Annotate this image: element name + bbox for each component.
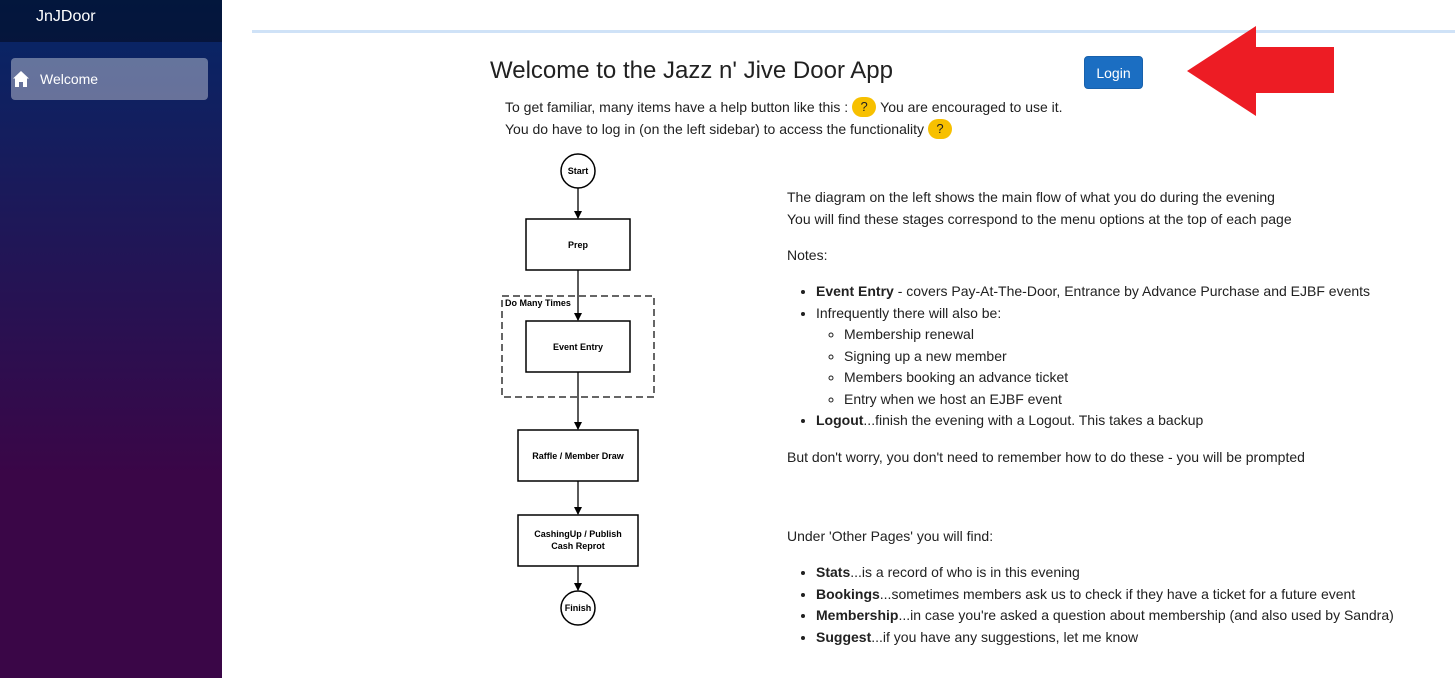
help-button[interactable]: ? xyxy=(852,97,877,117)
list-item: Membership...in case you're asked a ques… xyxy=(816,605,1394,627)
flow-event-entry-label: Event Entry xyxy=(553,342,603,352)
description-line-2: You will find these stages correspond to… xyxy=(787,211,1292,227)
event-entry-text: - covers Pay-At-The-Door, Entrance by Ad… xyxy=(893,283,1371,299)
flow-event-entry-node xyxy=(525,320,631,373)
list-item: Signing up a new member xyxy=(844,346,1370,368)
page-title: Welcome to the Jazz n' Jive Door App xyxy=(490,57,893,84)
help-button[interactable]: ? xyxy=(927,119,952,139)
flow-cashing-label-1: CashingUp / Publish xyxy=(534,529,622,539)
brand-link[interactable]: JnJDoor xyxy=(36,8,96,25)
sidebar-item-label: Welcome xyxy=(40,71,99,87)
login-button[interactable]: Login xyxy=(1084,56,1143,89)
list-item: Stats...is a record of who is in this ev… xyxy=(816,562,1394,584)
home-icon xyxy=(12,70,30,88)
flow-prep-node xyxy=(525,218,631,271)
brand-bar: JnJDoor xyxy=(0,0,222,42)
flow-cashing-node xyxy=(517,514,639,567)
event-entry-term: Event Entry xyxy=(816,283,894,299)
membership-text: ...in case you're asked a question about… xyxy=(898,607,1394,623)
stats-term: Stats xyxy=(816,564,851,580)
description-line-1: The diagram on the left shows the main f… xyxy=(787,189,1275,205)
notes-label: Notes: xyxy=(787,247,828,263)
list-item: Members booking an advance ticket xyxy=(844,367,1370,389)
flow-raffle-node xyxy=(517,429,639,482)
logout-text: ...finish the evening with a Logout. Thi… xyxy=(863,412,1204,428)
flow-loop-label: Do Many Times xyxy=(505,298,571,308)
suggest-term: Suggest xyxy=(816,628,872,645)
other-pages-list: Stats...is a record of who is in this ev… xyxy=(816,562,1394,648)
notes-list: Event Entry - covers Pay-At-The-Door, En… xyxy=(816,281,1370,432)
top-divider xyxy=(252,30,1455,33)
bookings-term: Bookings xyxy=(816,585,880,602)
flow-prep-label: Prep xyxy=(568,240,589,250)
flow-diagram: Start Prep Do Many Times Event Entry Raf… xyxy=(501,153,655,626)
suggest-text: ...if you have any suggestions, let me k… xyxy=(871,628,1139,645)
flow-cashing-label-2: Cash Reprot xyxy=(551,541,605,551)
bookings-text: ...sometimes members ask us to check if … xyxy=(879,585,1356,602)
stats-text: ...is a record of who is in this evening xyxy=(850,564,1080,580)
intro-text: You are encouraged to use it. xyxy=(880,99,1063,115)
sidebar-item-welcome[interactable]: Welcome xyxy=(11,58,208,100)
list-item: Infrequently there will also be: Members… xyxy=(816,303,1370,411)
sidebar: JnJDoor Welcome xyxy=(0,0,222,678)
logout-term: Logout xyxy=(816,412,864,428)
flow-raffle-label: Raffle / Member Draw xyxy=(532,451,625,461)
intro-text: You do have to log in (on the left sideb… xyxy=(505,121,924,137)
other-pages-label: Under 'Other Pages' you will find: xyxy=(787,528,994,544)
list-item: Entry when we host an EJBF event xyxy=(844,389,1370,411)
flow-start-label: Start xyxy=(568,166,589,176)
flow-loop-box xyxy=(501,295,655,398)
membership-term: Membership xyxy=(816,607,899,623)
infrequent-text: Infrequently there will also be: xyxy=(816,304,1002,321)
flow-finish-node xyxy=(560,590,596,626)
arrow-left-icon xyxy=(1187,26,1334,116)
list-item: Suggest...if you have any suggestions, l… xyxy=(816,627,1394,649)
list-item: Logout...finish the evening with a Logou… xyxy=(816,410,1370,432)
intro-line-1: To get familiar, many items have a help … xyxy=(505,97,1063,117)
reassure-text: But don't worry, you don't need to remem… xyxy=(787,449,1305,465)
infrequent-sublist: Membership renewal Signing up a new memb… xyxy=(844,324,1370,410)
flow-finish-label: Finish xyxy=(565,603,592,613)
list-item: Membership renewal xyxy=(844,324,1370,346)
list-item: Event Entry - covers Pay-At-The-Door, En… xyxy=(816,281,1370,303)
intro-text: To get familiar, many items have a help … xyxy=(505,99,849,115)
intro-line-2: You do have to log in (on the left sideb… xyxy=(505,119,956,139)
list-item: Bookings...sometimes members ask us to c… xyxy=(816,584,1394,606)
